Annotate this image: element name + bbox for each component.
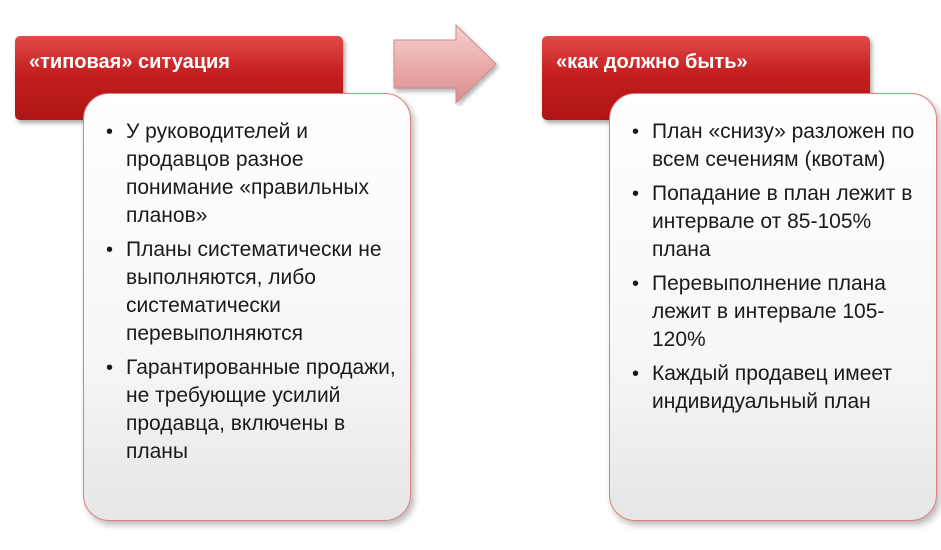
typical-situation-card: • У руководителей и продавцов разное пон… [83, 93, 411, 521]
list-item-text: Гарантированные продажи, не требующие ус… [126, 356, 396, 463]
list-item-text: Попадание в план лежит в интервале от 85… [652, 182, 913, 261]
list-item-text: У руководителей и продавцов разное поним… [126, 120, 370, 227]
list-item: • Перевыполнение плана лежит в интервале… [630, 270, 926, 354]
right-arrow-icon [393, 23, 497, 105]
bullet-icon: • [632, 363, 640, 385]
list-item: • У руководителей и продавцов разное пон… [104, 118, 396, 230]
bullet-icon: • [106, 239, 114, 261]
bullet-icon: • [632, 183, 640, 205]
list-item-text: Перевыполнение плана лежит в интервале 1… [652, 272, 886, 351]
list-item-text: Планы систематически не выполняются, либ… [126, 238, 382, 345]
header-how-it-should-be-label: «как должно быть» [556, 51, 748, 73]
bullet-icon: • [632, 121, 640, 143]
header-typical-situation-label: «типовая» ситуация [29, 51, 230, 73]
list-item: • Попадание в план лежит в интервале от … [630, 180, 926, 264]
list-item-text: Каждый продавец имеет индивидуальный пла… [652, 362, 892, 413]
list-item: • Каждый продавец имеет индивидуальный п… [630, 360, 926, 416]
list-item-text: План «снизу» разложен по всем сечениям (… [652, 120, 915, 171]
list-item: • План «снизу» разложен по всем сечениям… [630, 118, 926, 174]
list-item: • Планы систематически не выполняются, л… [104, 236, 396, 348]
bullet-icon: • [632, 273, 640, 295]
typical-situation-list: • У руководителей и продавцов разное пон… [104, 118, 396, 466]
how-it-should-be-card: • План «снизу» разложен по всем сечениям… [609, 93, 937, 521]
bullet-icon: • [106, 357, 114, 379]
list-item: • Гарантированные продажи, не требующие … [104, 354, 396, 466]
bullet-icon: • [106, 121, 114, 143]
how-it-should-be-list: • План «снизу» разложен по всем сечениям… [630, 118, 926, 416]
